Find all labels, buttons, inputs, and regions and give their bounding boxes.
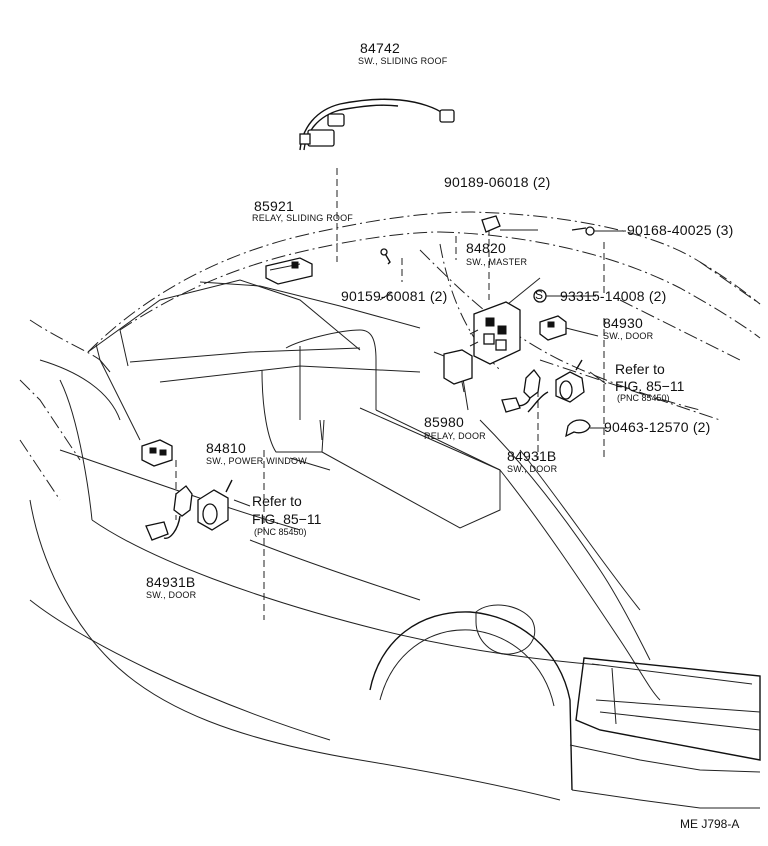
car-body-outline bbox=[19, 211, 761, 809]
part-desc-sliding-roof-relay: RELAY, SLIDING ROOF bbox=[252, 213, 353, 223]
part-desc-door-switch-84931b-left: SW., DOOR bbox=[146, 590, 197, 600]
bolt-90159-part bbox=[380, 248, 391, 265]
part-number-84820: 84820 bbox=[466, 240, 506, 256]
part-number-84930: 84930 bbox=[603, 315, 643, 331]
part-desc-power-window-switch: SW., POWER WINDOW bbox=[206, 456, 307, 466]
part-number-85921: 85921 bbox=[254, 198, 294, 214]
part-number-90463: 90463-12570 (2) bbox=[604, 419, 711, 435]
sliding-roof-switch-part bbox=[299, 98, 455, 151]
left-door-switch-84931b-part bbox=[145, 485, 193, 541]
part-desc-door-switch-84930: SW., DOOR bbox=[603, 331, 654, 341]
refer-to-left-line1: Refer to bbox=[252, 493, 302, 509]
left-door-lock-actuator bbox=[197, 479, 233, 531]
part-number-84810: 84810 bbox=[206, 440, 246, 456]
s-part-93315-symbol bbox=[533, 289, 547, 303]
part-desc-door-switch-84931b-right: SW., DOOR bbox=[507, 464, 558, 474]
refer-to-right-fig: FIG. 85−11 bbox=[615, 378, 685, 394]
figure-code: ME J798-A bbox=[680, 817, 740, 831]
part-number-90168: 90168-40025 (3) bbox=[627, 222, 734, 238]
part-number-84742: 84742 bbox=[360, 40, 400, 56]
part-desc-door-relay: RELAY, DOOR bbox=[424, 431, 486, 441]
part-number-90159: 90159-60081 (2) bbox=[341, 288, 448, 304]
part-number-93315: 93315-14008 (2) bbox=[560, 288, 667, 304]
sliding-roof-relay-part bbox=[265, 257, 313, 285]
part-number-84931b-right: 84931B bbox=[507, 448, 557, 464]
screw-90168-part bbox=[571, 226, 595, 236]
refer-to-left-pnc: (PNC 85450) bbox=[254, 527, 307, 537]
right-door-switch-84931b-part bbox=[501, 369, 541, 413]
refer-to-right-pnc: (PNC 85450) bbox=[617, 393, 670, 403]
part-number-90189: 90189-06018 (2) bbox=[444, 174, 551, 190]
screw-90189-part bbox=[481, 215, 501, 233]
part-desc-master-switch: SW., MASTER bbox=[466, 257, 528, 267]
refer-to-left-fig: FIG. 85−11 bbox=[252, 511, 322, 527]
refer-to-right-line1: Refer to bbox=[615, 361, 665, 377]
part-number-85980: 85980 bbox=[424, 414, 464, 430]
clip-90463-part bbox=[565, 419, 591, 438]
master-switch-part bbox=[469, 301, 521, 365]
s-marker: S bbox=[535, 288, 544, 302]
door-relay-part bbox=[433, 349, 473, 393]
part-desc-sliding-roof-switch: SW., SLIDING ROOF bbox=[358, 56, 448, 66]
power-window-switch-part bbox=[141, 439, 173, 467]
door-switch-84930-part bbox=[539, 315, 567, 341]
part-number-84931b-left: 84931B bbox=[146, 574, 196, 590]
right-door-lock-actuator bbox=[527, 359, 585, 413]
